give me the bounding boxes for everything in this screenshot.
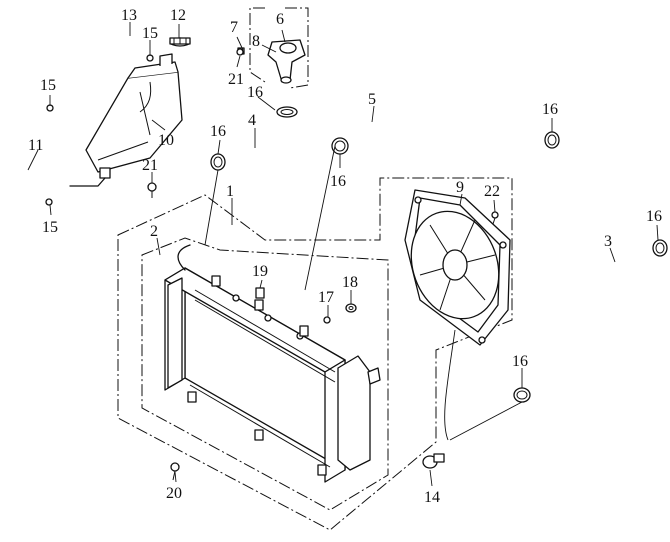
callout-16c: 16	[330, 173, 346, 190]
radiator	[164, 244, 381, 483]
callout-11: 11	[28, 137, 43, 154]
upper-hose	[234, 139, 301, 161]
screw-21b	[147, 182, 157, 198]
subassembly-outline-6	[249, 7, 266, 83]
callout-17: 17	[318, 289, 334, 306]
callout-15b: 15	[40, 77, 56, 94]
breather-hose	[5, 116, 72, 222]
screw-22	[491, 211, 499, 225]
hose-clamp-c	[331, 137, 349, 155]
callout-13: 13	[121, 7, 137, 24]
callout-16e: 16	[646, 208, 662, 225]
callout-15c: 15	[42, 219, 58, 236]
cooling-fan	[404, 189, 511, 441]
callout-20: 20	[166, 485, 182, 502]
callout-16b: 16	[247, 84, 263, 101]
thermostat-housing	[237, 39, 306, 84]
subassembly-outline-6b	[285, 7, 309, 89]
assembly-outline-1	[117, 177, 513, 531]
callout-4: 4	[248, 112, 256, 129]
callout-1: 1	[226, 183, 234, 200]
overflow-hose	[85, 33, 140, 93]
callout-16a: 16	[210, 123, 226, 140]
lower-hose	[525, 255, 646, 386]
hose-clamp-f	[513, 387, 531, 403]
callout-6: 6	[276, 11, 284, 28]
callout-21a: 21	[228, 71, 244, 88]
screw-21a	[236, 48, 244, 56]
leader-lines	[27, 22, 659, 487]
callout-19: 19	[252, 263, 268, 280]
callout-10: 10	[158, 132, 174, 149]
coolant-reservoir	[69, 53, 183, 187]
clip-15c	[45, 198, 53, 206]
callout-18: 18	[342, 274, 358, 291]
callout-8: 8	[252, 33, 260, 50]
screw-20	[170, 462, 180, 481]
hose-clamp-d	[544, 131, 560, 149]
callout-7: 7	[230, 19, 238, 36]
callout-3: 3	[604, 233, 612, 250]
callout-2: 2	[150, 223, 158, 240]
callout-15a: 15	[142, 25, 158, 42]
callout-16d: 16	[542, 101, 558, 118]
callout-9: 9	[456, 179, 464, 196]
bracket-19	[255, 287, 265, 299]
fan-switch	[422, 453, 445, 469]
hose-clamp-e	[652, 239, 668, 257]
washer-18	[345, 303, 357, 313]
callout-22: 22	[484, 183, 500, 200]
callout-5: 5	[368, 91, 376, 108]
radiator-hose	[356, 121, 536, 160]
nut-17	[323, 316, 331, 324]
callout-16f: 16	[512, 353, 528, 370]
callout-12: 12	[170, 7, 186, 24]
hose-clamp-b	[276, 106, 298, 118]
hose-clamp-a	[210, 153, 226, 171]
callout-21b: 21	[142, 157, 158, 174]
callout-14: 14	[424, 489, 440, 506]
radiator-cap	[169, 37, 191, 47]
